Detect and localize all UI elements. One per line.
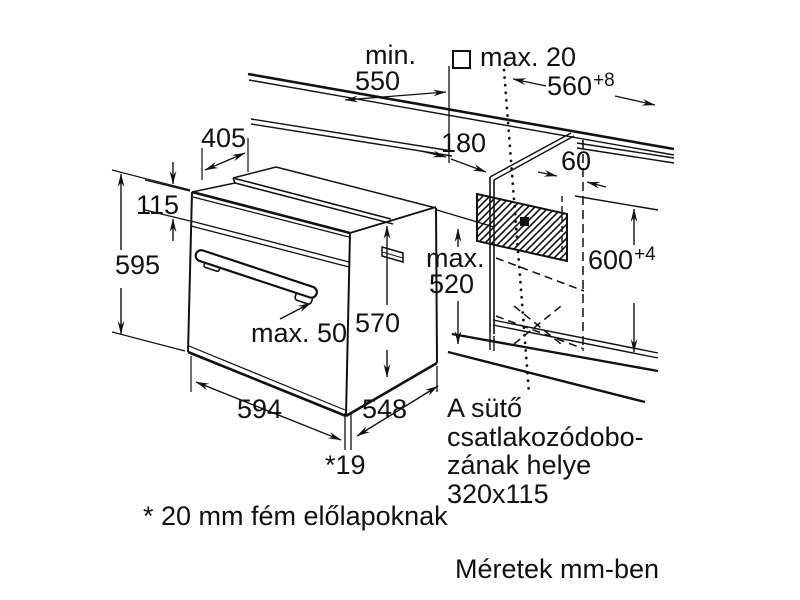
dim-niche-height: 600+4 xyxy=(588,245,656,274)
dim-60: 60 xyxy=(561,146,592,176)
dim-min-550-value: 550 xyxy=(355,66,401,96)
dim-niche-width-tolerance: +8 xyxy=(593,70,615,91)
dim-max-20-label: max. 20 xyxy=(480,42,577,72)
dim-niche-height-value: 600 xyxy=(588,245,634,275)
dim-548: 548 xyxy=(362,394,408,424)
connection-box-note-line1: A sütő xyxy=(447,393,523,423)
connection-box-note-line2: csatlakozódobo- xyxy=(447,421,644,452)
dim-595: 595 xyxy=(115,250,161,280)
counter-lines xyxy=(247,72,675,181)
dim-star-19: *19 xyxy=(325,450,366,480)
dim-max-20: max. 20 xyxy=(452,44,576,71)
dim-max-520-prefix: max. xyxy=(426,243,485,273)
connection-box-note-line3: zának helye xyxy=(447,450,592,480)
dim-max-50: max. 50 xyxy=(251,318,348,348)
dim-niche-width: 560+8 xyxy=(547,71,615,100)
dim-max-520-value: 520 xyxy=(429,269,475,299)
oven-handle xyxy=(194,249,318,305)
dim-niche-height-tolerance: +4 xyxy=(634,244,656,265)
panel-thickness-square-icon xyxy=(452,50,471,69)
dim-594: 594 xyxy=(237,394,283,424)
connection-box-note-line4: 320x115 xyxy=(447,478,549,509)
dim-niche-width-value: 560 xyxy=(547,71,593,101)
dim-405: 405 xyxy=(201,123,247,153)
footnote-front-panels: * 20 mm fém előlapoknak xyxy=(143,501,448,531)
niche-group xyxy=(436,68,659,404)
dimension-lines xyxy=(111,66,656,450)
dim-min-550: min. 550 xyxy=(355,40,417,96)
dim-max-520: max. 520 xyxy=(426,243,485,299)
connection-box-dot xyxy=(520,217,529,226)
connection-box-note: A sütő csatlakozódobo- zának helye 320x1… xyxy=(447,394,644,508)
connection-box-hatch xyxy=(476,192,568,263)
dim-115: 115 xyxy=(136,190,180,220)
dim-180: 180 xyxy=(441,128,487,158)
dim-570: 570 xyxy=(355,308,401,338)
units-note: Méretek mm-ben xyxy=(455,554,660,584)
centerline-dotted xyxy=(502,68,531,395)
oven-group xyxy=(187,166,438,418)
dim-min-550-prefix: min. xyxy=(365,40,417,70)
